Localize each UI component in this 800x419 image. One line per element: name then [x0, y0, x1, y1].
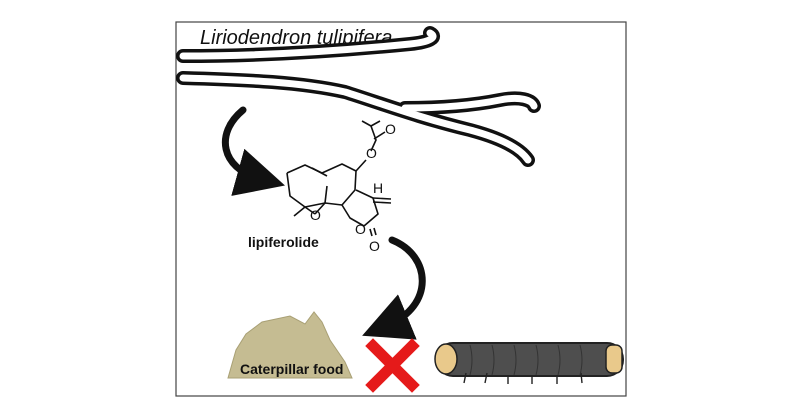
- tree-branch-icon: [176, 26, 541, 167]
- atom-label-oxygen-ring: O: [310, 207, 321, 223]
- curved-arrow-icon: [362, 236, 426, 340]
- atom-label-oxygen-ester: O: [366, 145, 377, 161]
- atom-label-oxygen-acetate: O: [385, 121, 396, 137]
- food-label: Caterpillar food: [240, 361, 343, 377]
- compound-name: lipiferolide: [248, 234, 319, 250]
- curved-arrow-icon: [222, 106, 285, 196]
- diagram-frame: [175, 21, 627, 397]
- food-pile-icon: [227, 311, 353, 379]
- molecule-structure-icon: [286, 120, 392, 237]
- caterpillar-icon: [434, 342, 624, 384]
- red-cross-icon: [365, 338, 420, 393]
- atom-label-oxygen-carbonyl: O: [369, 238, 380, 254]
- atom-label-oxygen-lactone: O: [355, 221, 366, 237]
- atom-label-hydrogen: H: [373, 180, 383, 196]
